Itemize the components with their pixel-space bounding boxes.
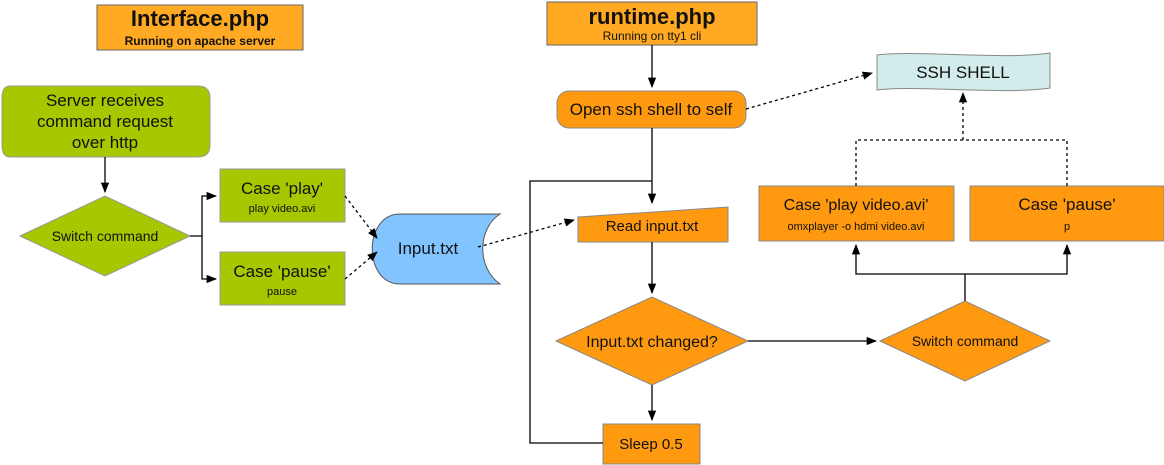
server-receives-node: Server receives command request over htt… [1, 85, 211, 158]
edge-input-to-read [477, 218, 576, 248]
runtime-case-pause-label: Case 'pause' [1018, 195, 1115, 214]
interface-title: Interface.php [131, 6, 269, 31]
changed-label: Input.txt changed? [586, 334, 718, 351]
edge-switch-to-play [190, 191, 218, 237]
edge-play-to-input [344, 195, 378, 239]
sleep-node: Sleep 0.5 [602, 423, 701, 465]
interface-case-play-node: Case 'play' play video.avi [219, 168, 346, 223]
interface-switch-label: Switch command [52, 228, 159, 244]
interface-subtitle: Running on apache server [125, 34, 276, 48]
ssh-shell-node: SSH SHELL [876, 52, 1051, 92]
sleep-label: Sleep 0.5 [619, 436, 682, 453]
edge-switch-to-pause [201, 236, 218, 284]
interface-case-play-sub: play video.avi [249, 203, 316, 215]
edge-sleep-loop-back [529, 180, 652, 444]
read-input-node: Read input.txt [577, 206, 729, 243]
interface-case-pause-sub: pause [267, 286, 297, 298]
server-receives-line3: over http [72, 133, 138, 152]
runtime-subtitle: Running on tty1 cli [603, 29, 702, 43]
open-ssh-node: Open ssh shell to self [556, 90, 747, 129]
interface-switch-diamond: Switch command [18, 195, 192, 277]
runtime-title: runtime.php [588, 4, 715, 29]
runtime-switch-label: Switch command [912, 333, 1019, 349]
interface-case-play-label: Case 'play' [241, 179, 323, 198]
runtime-switch-diamond: Switch command [878, 300, 1052, 382]
server-receives-line1: Server receives [46, 91, 164, 110]
runtime-case-play-label: Case 'play video.avi' [784, 197, 929, 214]
edge-open-ssh-to-shell [745, 71, 873, 110]
interface-case-pause-node: Case 'pause' pause [219, 251, 346, 306]
runtime-case-play-sub: omxplayer -o hdmi video.avi [788, 221, 925, 233]
runtime-case-pause-node: Case 'pause' p [969, 185, 1164, 242]
interface-title-box: Interface.php Running on apache server [96, 4, 304, 51]
open-ssh-label: Open ssh shell to self [570, 100, 733, 119]
input-file-node: Input.txt [371, 213, 502, 285]
edge-cases-to-ssh-join [855, 139, 1068, 186]
read-input-label: Read input.txt [606, 218, 699, 235]
interface-case-pause-label: Case 'pause' [233, 262, 330, 281]
server-receives-line2: command request [37, 112, 173, 131]
runtime-title-box: runtime.php Running on tty1 cli [546, 1, 758, 46]
runtime-case-play-node: Case 'play video.avi' omxplayer -o hdmi … [758, 185, 955, 242]
input-file-label: Input.txt [398, 239, 459, 258]
changed-diamond: Input.txt changed? [554, 296, 750, 386]
edge-pause-to-input [344, 251, 378, 280]
runtime-case-pause-sub: p [1064, 221, 1070, 233]
edge-switch-to-case-play [851, 243, 966, 301]
edge-switch-to-case-pause [965, 243, 1072, 275]
ssh-shell-label: SSH SHELL [916, 63, 1010, 82]
